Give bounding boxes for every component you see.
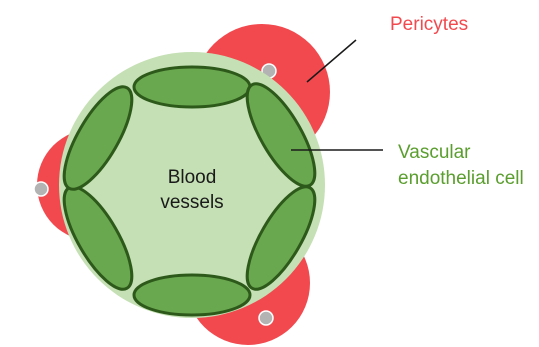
pericyte-nucleus: [259, 311, 273, 325]
endothelial-cell-top: [134, 67, 250, 107]
endothelial-cell-bottom: [134, 275, 250, 315]
endothelial-label-line2: endothelial cell: [398, 168, 524, 189]
blood-vessels-label-line2: vessels: [160, 192, 223, 213]
pericyte-nucleus: [34, 182, 48, 196]
endothelial-label-line1: Vascular: [398, 142, 471, 163]
blood-vessels-label-line1: Blood: [168, 167, 217, 188]
pericytes-label: Pericytes: [390, 14, 468, 35]
